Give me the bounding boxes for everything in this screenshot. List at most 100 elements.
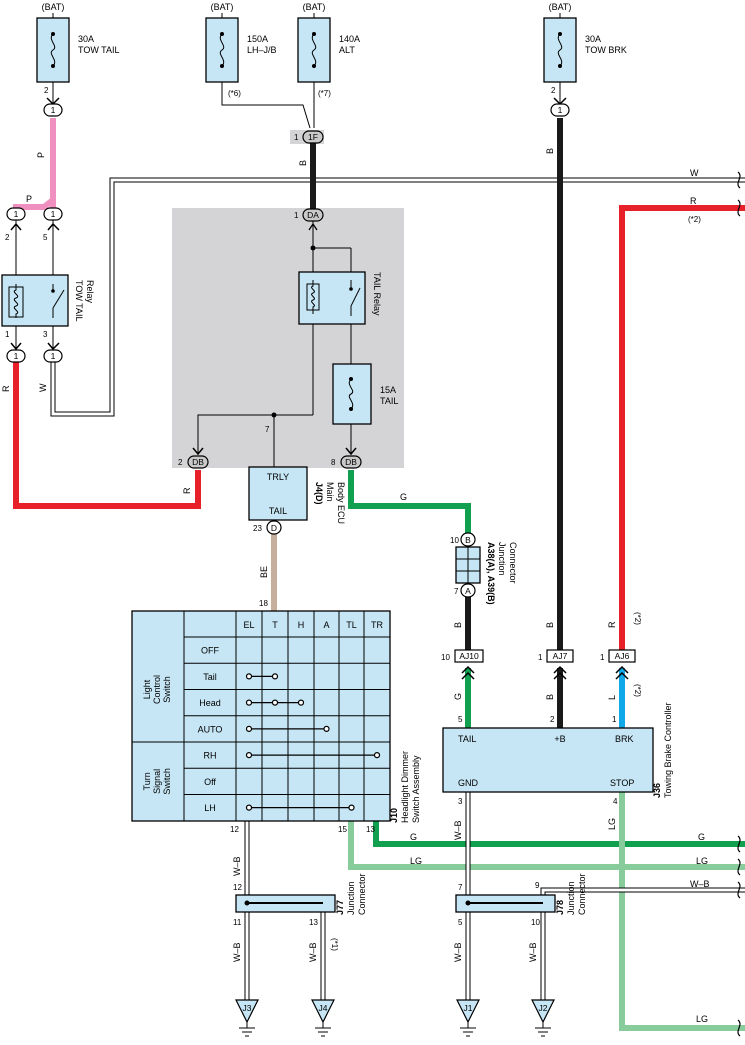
svg-text:R: R	[182, 487, 192, 494]
svg-text:7: 7	[458, 883, 463, 892]
svg-text:4: 4	[613, 797, 618, 806]
svg-text:7: 7	[265, 425, 270, 434]
fuse-tow-brk: (BAT) 30A TOW BRK 2	[543, 2, 627, 104]
svg-text:9: 9	[535, 881, 540, 890]
ecu-internal-wires: 7	[192, 412, 357, 467]
connector-aj7: 1 AJ7	[538, 649, 574, 680]
switch-continuity-node	[271, 699, 279, 706]
svg-text:GND: GND	[458, 778, 479, 788]
fuse-lhjb: (BAT) 150A LH–J/B (*6)	[205, 2, 277, 98]
connector-db-8: 8 DB	[331, 455, 362, 469]
svg-text:TAIL: TAIL	[380, 396, 398, 406]
junction-connector-j77: 12 11 13 J77 Junction Connector	[233, 873, 367, 927]
svg-text:10: 10	[450, 536, 459, 545]
svg-text:LG: LG	[607, 818, 617, 830]
connector-db-2: 2 DB	[178, 455, 209, 469]
svg-text:1: 1	[612, 715, 617, 724]
svg-text:P: P	[26, 194, 32, 204]
svg-text:B: B	[465, 535, 471, 545]
svg-text:R: R	[607, 621, 617, 628]
wire-break-marks	[737, 171, 741, 1037]
svg-text:TRLY: TRLY	[267, 472, 289, 482]
svg-text:1: 1	[538, 653, 543, 662]
svg-text:10: 10	[531, 918, 540, 927]
svg-text:1: 1	[600, 653, 605, 662]
headlight-dimmer-switch: 18 J10 Headlight Dimmer Switch Assembly …	[131, 599, 421, 834]
junction-connector-a38-a39: 10 B 7 A A38(A), A39(B) Junction Connect…	[450, 532, 518, 605]
connector-aj10: 10 AJ10	[441, 649, 484, 680]
svg-text:W–B: W–B	[453, 942, 463, 962]
svg-text:(*6): (*6)	[228, 89, 241, 98]
tail-relay: TAIL Relay	[298, 221, 382, 415]
svg-text:J4(D): J4(D)	[314, 482, 324, 505]
svg-text:G: G	[400, 492, 407, 502]
svg-text:30A: 30A	[78, 34, 94, 44]
switch-column-header: A	[323, 620, 329, 630]
svg-text:1: 1	[51, 351, 56, 361]
svg-text:G: G	[698, 832, 705, 842]
wire-thin-lhjb	[221, 70, 311, 129]
svg-text:1: 1	[294, 211, 299, 220]
svg-text:Main: Main	[325, 482, 335, 502]
svg-text:2: 2	[178, 458, 183, 467]
svg-text:Junction: Junction	[566, 881, 576, 915]
svg-text:Towing Brake Controller: Towing Brake Controller	[663, 702, 673, 798]
svg-text:AJ6: AJ6	[615, 651, 630, 661]
svg-text:LG: LG	[410, 856, 422, 866]
svg-text:A: A	[465, 586, 471, 596]
svg-text:12: 12	[230, 825, 239, 834]
svg-text:(*2): (*2)	[633, 684, 642, 697]
svg-text:D: D	[271, 523, 277, 533]
svg-text:AJ7: AJ7	[553, 651, 568, 661]
svg-text:18: 18	[259, 599, 268, 608]
svg-text:(*7): (*7)	[318, 89, 331, 98]
svg-text:DA: DA	[307, 210, 319, 220]
switch-continuity-node	[271, 673, 279, 680]
svg-text:J1: J1	[464, 1003, 473, 1013]
svg-text:A38(A), A39(B): A38(A), A39(B)	[486, 542, 496, 605]
svg-text:Junction: Junction	[346, 881, 356, 915]
svg-text:W–B: W–B	[232, 856, 242, 876]
svg-text:12: 12	[233, 883, 242, 892]
svg-text:W: W	[38, 383, 48, 392]
svg-text:15A: 15A	[380, 385, 396, 395]
junction-connector-j78: 7 9 5 10 J78 Junction Connector	[455, 873, 587, 927]
svg-text:13: 13	[366, 825, 375, 834]
switch-row-label: AUTO	[198, 724, 223, 734]
svg-text:J78: J78	[555, 900, 565, 915]
svg-text:STOP: STOP	[610, 778, 634, 788]
switch-continuity-node	[323, 725, 330, 732]
svg-text:TOW TAIL: TOW TAIL	[74, 280, 84, 322]
svg-text:LH–J/B: LH–J/B	[247, 45, 277, 55]
svg-text:W–B: W–B	[528, 942, 538, 962]
svg-text:R: R	[690, 196, 697, 206]
switch-column-header: H	[298, 620, 305, 630]
svg-text:30A: 30A	[585, 34, 601, 44]
svg-text:5: 5	[458, 918, 463, 927]
switch-row-label: LH	[204, 803, 216, 813]
svg-text:1: 1	[14, 209, 19, 219]
svg-text:B: B	[545, 622, 555, 628]
svg-text:Headlight Dimmer: Headlight Dimmer	[400, 751, 410, 823]
connector-1-tow-brk-top: 1	[550, 97, 570, 117]
svg-text:LG: LG	[696, 856, 708, 866]
switch-row-label: Tail	[203, 672, 217, 682]
wire-lightgreen	[348, 792, 745, 1031]
svg-text:Connector: Connector	[508, 542, 518, 584]
svg-text:(BAT): (BAT)	[42, 2, 65, 12]
svg-text:B: B	[298, 160, 308, 166]
svg-text:BE: BE	[259, 566, 269, 578]
wire-pink	[13, 118, 56, 215]
svg-text:B: B	[545, 694, 555, 700]
svg-text:W–B: W–B	[690, 879, 710, 889]
svg-text:2: 2	[551, 86, 556, 95]
towing-brake-controller: 5 2 1 TAIL +B BRK GND STOP J36 Towing Br…	[442, 702, 673, 806]
switch-group-turn-signal: Switch	[162, 768, 172, 795]
wire-red	[13, 205, 745, 650]
svg-text:3: 3	[43, 330, 48, 339]
svg-text:B: B	[453, 622, 463, 628]
tow-tail-relay: TOW TAIL Relay	[1, 274, 95, 327]
switch-group-turn-signal: Signal	[152, 769, 162, 794]
svg-text:J3: J3	[243, 1003, 252, 1013]
